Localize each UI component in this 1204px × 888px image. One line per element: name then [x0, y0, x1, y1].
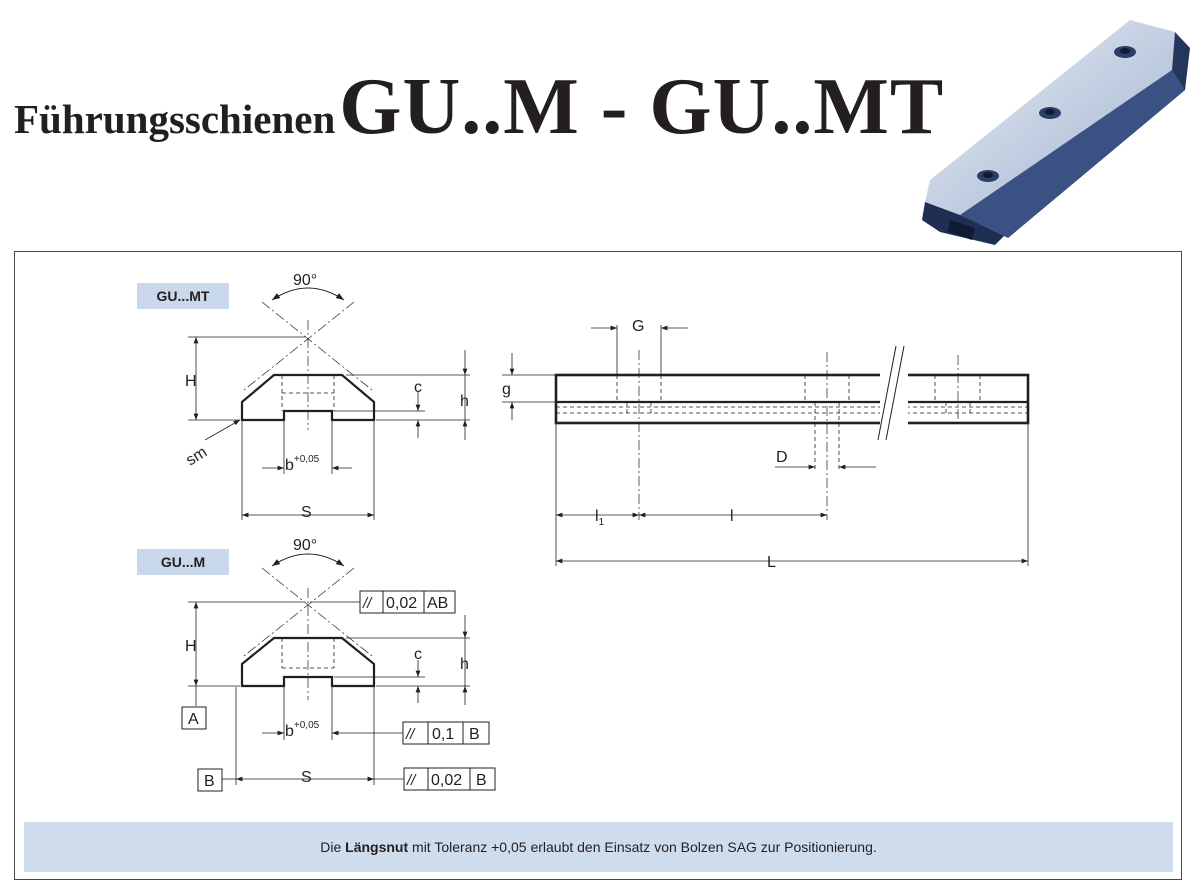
side-l1: l1 — [595, 508, 605, 528]
gumt-b: b+0,05 — [285, 454, 320, 474]
gum-tag: GU...M — [137, 549, 229, 575]
tol3-ref: B — [476, 772, 487, 789]
tol2-val: 0,1 — [432, 726, 454, 743]
gumt-b-tol: +0,05 — [294, 454, 320, 465]
gum-angle: 90° — [293, 537, 317, 554]
gum-b: b+0,05 — [285, 720, 320, 740]
side-D: D — [776, 449, 788, 466]
tol1-ref: AB — [427, 595, 448, 612]
gumt-sm: sm — [183, 444, 210, 470]
side-view — [502, 325, 1030, 566]
side-g: g — [502, 381, 511, 398]
tol1-sym: // — [362, 595, 373, 612]
datum-a-label: A — [188, 711, 199, 728]
drawing-frame — [14, 251, 1182, 880]
gumt-S: S — [301, 504, 312, 521]
tol3-sym: // — [406, 772, 417, 789]
gum-profile — [188, 553, 470, 785]
gumt-H: H — [185, 373, 197, 390]
page-title: Führungsschienen GU..M - GU..MT — [14, 62, 944, 153]
title-prefix: Führungsschienen — [14, 96, 336, 142]
tolerance-frame-1: // 0,02 AB — [359, 590, 456, 614]
side-l1-sub: 1 — [599, 517, 605, 528]
gumt-angle: 90° — [293, 272, 317, 289]
side-l: l — [730, 508, 734, 525]
title-main: GU..M - GU..MT — [339, 63, 945, 151]
tol2-ref: B — [469, 726, 480, 743]
footnote-bold: Längsnut — [345, 839, 409, 855]
gum-h: h — [460, 656, 469, 673]
gum-S: S — [301, 769, 312, 786]
rail-illustration — [922, 20, 1190, 245]
gumt-profile — [188, 287, 470, 520]
gumt-c: c — [414, 379, 422, 396]
datum-b-label: B — [204, 773, 215, 790]
footnote-post: mit Toleranz +0,05 erlaubt den Einsatz v… — [408, 839, 877, 855]
gum-c: c — [414, 646, 422, 663]
footnote: Die Längsnut mit Toleranz +0,05 erlaubt … — [24, 822, 1173, 872]
tolerance-frame-3: // 0,02 B — [403, 767, 496, 791]
side-G: G — [632, 318, 644, 335]
gum-H: H — [185, 638, 197, 655]
gumt-h: h — [460, 393, 469, 410]
gumt-tag: GU...MT — [137, 283, 229, 309]
tolerance-frame-2: // 0,1 B — [402, 721, 490, 745]
gum-b-tol: +0,05 — [294, 720, 320, 731]
datum-b: B — [197, 768, 223, 792]
footnote-pre: Die — [320, 839, 346, 855]
tol3-val: 0,02 — [431, 772, 462, 789]
tol2-sym: // — [405, 726, 416, 743]
side-L: L — [767, 554, 776, 571]
datum-a: A — [181, 706, 207, 730]
tol1-val: 0,02 — [386, 595, 417, 612]
